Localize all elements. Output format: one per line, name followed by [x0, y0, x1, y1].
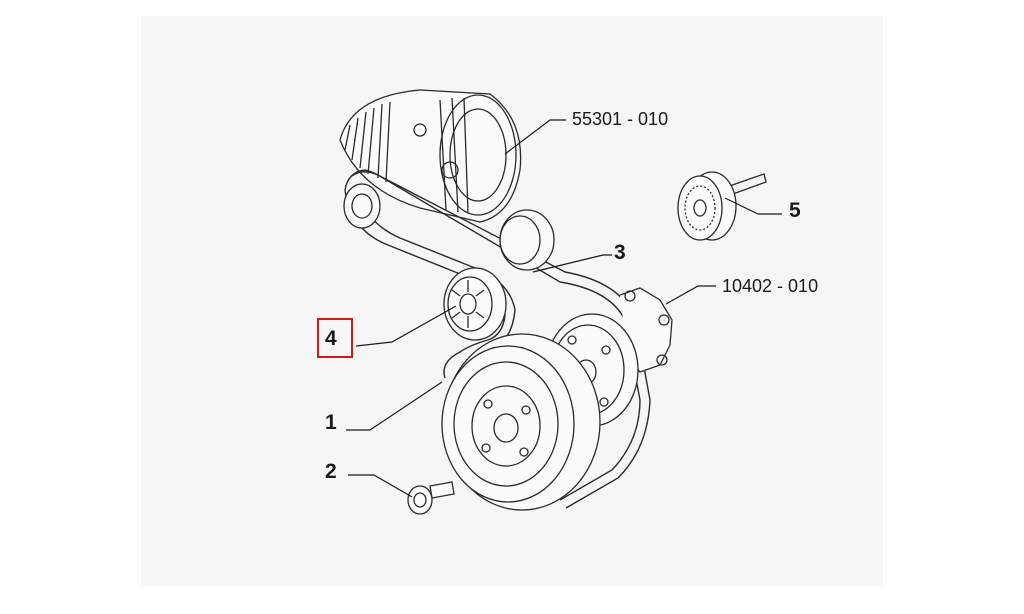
leader-lines [346, 119, 782, 498]
part-number-3: 3 [614, 241, 626, 264]
idler-pulley-5 [677, 171, 767, 241]
part-number-4: 4 [325, 327, 337, 350]
part-code-alternator: 55301 - 010 [572, 109, 669, 129]
alternator-pulley [343, 183, 381, 229]
upper-idler [499, 209, 555, 271]
part-number-1: 1 [325, 411, 337, 434]
part-code-water-pump: 10402 - 010 [722, 276, 819, 296]
highlight-box-part-4 [317, 318, 353, 358]
alternator [339, 89, 522, 223]
tensioner-pulley [443, 267, 507, 341]
crankshaft-pulley [441, 333, 601, 511]
crank-bolt [407, 481, 455, 515]
part-number-2: 2 [325, 460, 337, 483]
part-number-5: 5 [789, 199, 801, 222]
